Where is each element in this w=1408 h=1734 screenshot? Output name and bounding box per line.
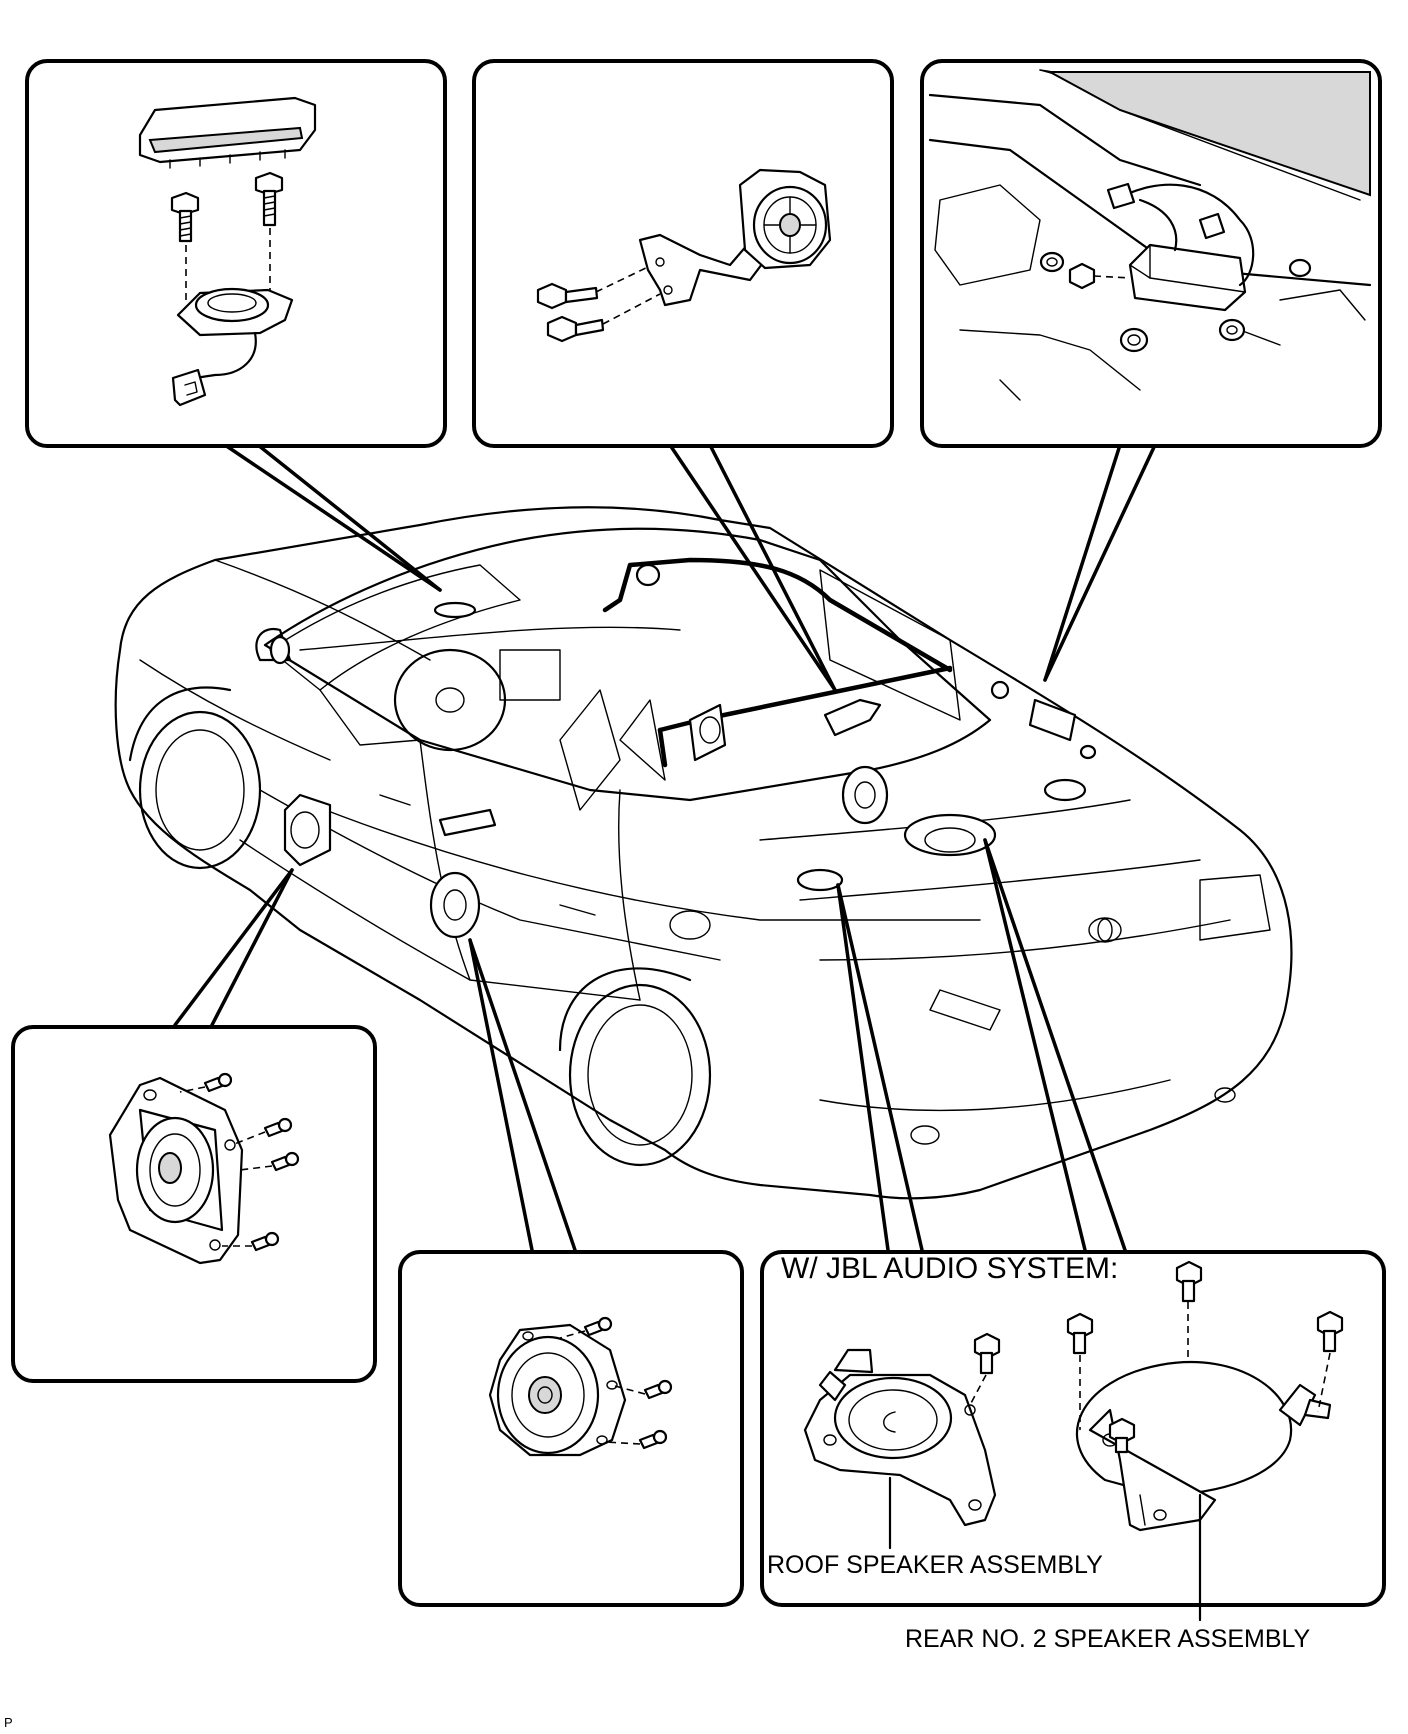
roof-speaker-assembly-drawing: [803, 1332, 1001, 1550]
detail-box-jbl-audio: [760, 1250, 1386, 1622]
roof-speaker-assembly-label: ROOF SPEAKER ASSEMBLY: [767, 1551, 1103, 1579]
detail-box-front-door-speaker: [11, 1025, 377, 1383]
speaker-markers: [269, 563, 1097, 939]
figure-code: P: [4, 1715, 13, 1730]
detail-box-amplifier: [920, 59, 1382, 448]
detail-box-dash-tweeter: [25, 59, 447, 448]
jbl-audio-system-title: W/ JBL AUDIO SYSTEM:: [781, 1252, 1119, 1285]
detail-box-rear-door-speaker: [398, 1250, 744, 1607]
rear-no2-speaker-assembly-label: REAR NO. 2 SPEAKER ASSEMBLY: [905, 1625, 1311, 1653]
detail-box-pillar-speaker: [472, 59, 894, 448]
leader-lines: [173, 443, 1157, 1252]
rear-no2-speaker-assembly-drawing: [1066, 1260, 1344, 1622]
screw-set: [203, 1072, 300, 1252]
vehicle-outline: [114, 506, 1293, 1200]
